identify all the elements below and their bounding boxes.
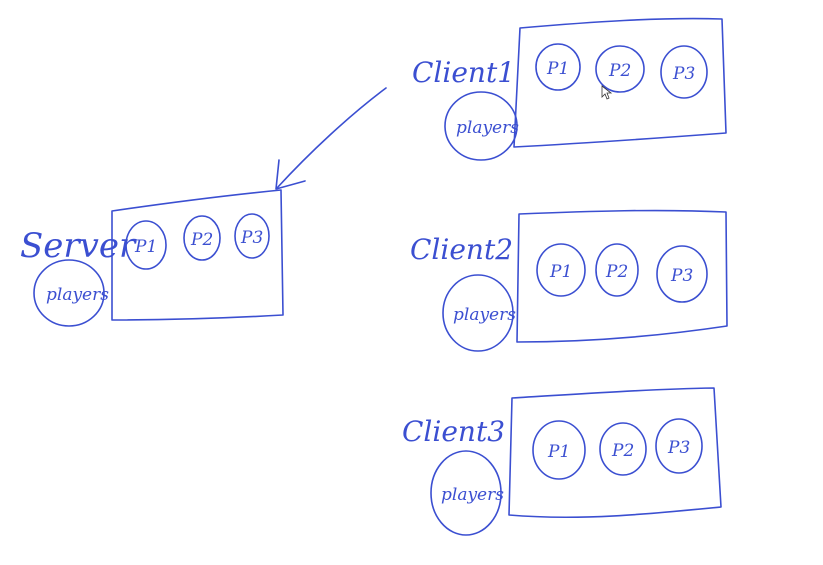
client-2-players-label: players [453, 305, 516, 325]
client-2-item-3-circle [656, 245, 708, 303]
client-3-players-circle [430, 450, 502, 536]
client-1-item-2-circle [595, 45, 645, 93]
client-1-box [513, 17, 727, 148]
client-3-item-3-label: P3 [667, 438, 690, 458]
client-1-item-1-label: P1 [546, 59, 569, 79]
server-item-2-label: P2 [190, 230, 213, 250]
client-3-group: Client3 players P1 P2 P3 [402, 387, 722, 536]
server-label: Server [20, 226, 137, 266]
client-3-item-1-label: P1 [547, 442, 570, 462]
sync-arrow [275, 87, 387, 190]
client-3-box [508, 387, 722, 519]
sync-arrow-head [275, 159, 306, 190]
server-players-circle [33, 259, 105, 327]
server-box [111, 189, 284, 321]
client-1-label: Client1 [412, 56, 515, 89]
server-players-label: players [46, 285, 109, 305]
server-item-1-circle [125, 220, 167, 270]
client-2-group: Client2 players P1 P2 P3 [410, 209, 728, 352]
client-2-box [516, 209, 728, 343]
client-3-item-2-label: P2 [611, 441, 634, 461]
sync-arrow-shaft [276, 87, 387, 189]
client-3-item-2-circle [599, 422, 647, 476]
client-2-players-circle [442, 274, 514, 352]
client-1-item-3-label: P3 [672, 64, 695, 84]
client-1-players-label: players [456, 118, 519, 138]
client-2-item-3-label: P3 [670, 266, 693, 286]
client-3-label: Client3 [402, 415, 505, 448]
client-3-item-1-circle [532, 420, 586, 480]
client-2-item-1-label: P1 [549, 262, 572, 282]
client-2-item-2-label: P2 [605, 262, 628, 282]
client-1-item-3-circle [660, 45, 708, 99]
client-1-item-2-label: P2 [608, 61, 631, 81]
client-1-group: Client1 players P1 P2 P3 [412, 17, 727, 161]
client-1-item-1-circle [535, 43, 581, 91]
client-2-item-2-circle [595, 243, 639, 297]
server-item-2-circle [183, 215, 221, 261]
mouse-cursor-icon [601, 85, 613, 100]
client-1-players-circle [444, 91, 518, 161]
server-group: Server players P1 P2 P3 [20, 189, 284, 327]
client-2-label: Client2 [410, 233, 513, 266]
server-item-3-label: P3 [240, 228, 263, 248]
server-item-3-circle [234, 213, 270, 259]
client-3-players-label: players [441, 485, 504, 505]
server-item-1-label: P1 [134, 237, 157, 257]
client-2-item-1-circle [536, 243, 586, 297]
client-3-item-3-circle [655, 418, 703, 474]
